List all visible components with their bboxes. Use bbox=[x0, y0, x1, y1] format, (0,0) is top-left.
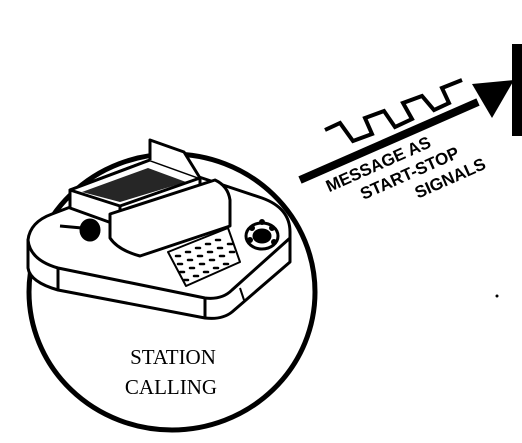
station-caption-line2: CALLING bbox=[125, 375, 217, 399]
square-wave-icon bbox=[325, 80, 462, 141]
teleprinter-icon bbox=[28, 140, 290, 318]
receiver-edge-bar bbox=[512, 44, 522, 136]
stray-mark bbox=[496, 295, 499, 298]
station-caption-line1: STATION bbox=[130, 345, 216, 369]
